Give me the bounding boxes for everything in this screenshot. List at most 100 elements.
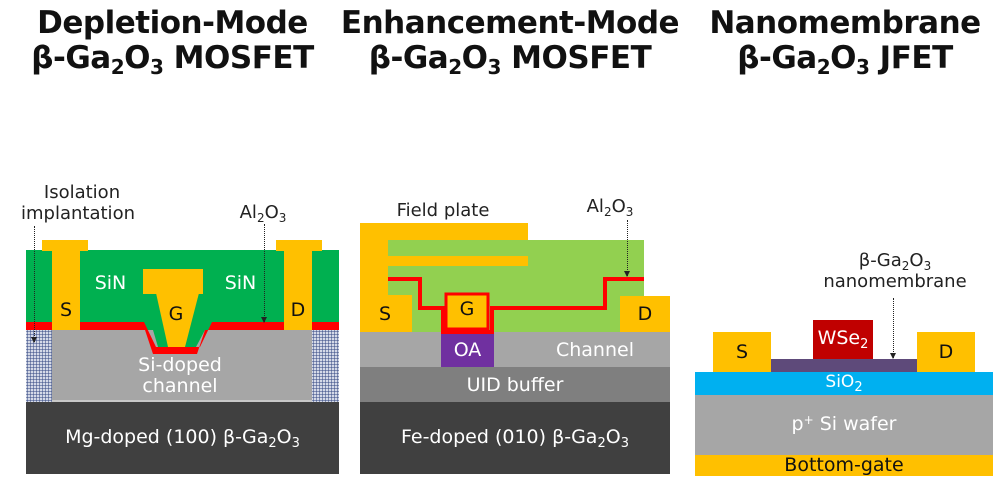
- label-source: S: [378, 303, 392, 325]
- label-text: Fe-doped (010) β-Ga: [401, 426, 598, 448]
- label-subscript: 3: [291, 436, 300, 451]
- label-oa: OA: [453, 339, 482, 361]
- label-substrate: Fe-doped (010) β-Ga2O3: [360, 426, 670, 451]
- ga2o3-nanomembrane: [771, 359, 917, 372]
- label-drain: D: [938, 341, 954, 363]
- label-drain: D: [637, 303, 653, 325]
- source-contact: [713, 332, 771, 372]
- label-subscript: 2: [268, 436, 277, 451]
- label-subscript: 2: [860, 337, 869, 352]
- gate-head: [143, 269, 203, 294]
- annotation-field-plate: Field plate: [396, 200, 490, 221]
- label-sio2: SiO2: [695, 372, 993, 394]
- title-text: MOSFET: [163, 40, 315, 76]
- title-text: MOSFET: [500, 40, 652, 76]
- annotation-al2o3: Al2O3: [575, 196, 645, 219]
- title-line1: Nanomembrane: [709, 5, 981, 41]
- arrow-al2o3: [624, 220, 630, 277]
- gate-contact: [444, 292, 490, 331]
- label-gate: G: [459, 298, 475, 320]
- annotation-text: O: [611, 196, 626, 217]
- title-text: β-Ga: [368, 40, 449, 76]
- annotation-subscript: 2: [603, 205, 612, 219]
- title-line2: β-Ga2O3 MOSFET: [340, 40, 680, 79]
- title-text: JFET: [869, 40, 954, 76]
- layer-passivation: [388, 240, 644, 332]
- title-subscript: 2: [448, 55, 462, 79]
- title-text: O: [461, 40, 488, 76]
- title-line1: Depletion-Mode: [37, 5, 308, 41]
- al2o3-oxide-layer: [26, 322, 339, 354]
- label-substrate: Mg-doped (100) β-Ga2O3: [26, 426, 339, 451]
- annotation-al2o3: Al2O3: [228, 202, 298, 225]
- label-text: Si wafer: [813, 413, 897, 435]
- title-text: β-Ga: [31, 40, 111, 76]
- label-uid-buffer: UID buffer: [466, 374, 564, 396]
- label-sin-right: SiN: [224, 272, 257, 294]
- field-plate-bar: [388, 256, 528, 266]
- label-text: SiO: [825, 372, 855, 392]
- source-contact: [360, 295, 412, 332]
- wse2-gate: [813, 320, 873, 359]
- title-subscript: 2: [816, 55, 831, 79]
- label-line: Si-doped: [138, 354, 222, 376]
- gate-stem: [156, 293, 199, 347]
- label-wse2: WSe2: [813, 327, 873, 352]
- label-sin-left: SiN: [94, 272, 127, 294]
- layer-sio2: [695, 372, 993, 395]
- title-subscript: 3: [855, 55, 870, 79]
- title-line2: β-Ga2O3 JFET: [690, 40, 1000, 79]
- annotation-subscript: 3: [625, 205, 634, 219]
- label-p-si-wafer: p+ Si wafer: [695, 413, 993, 435]
- oa-region: [441, 332, 494, 367]
- label-gate: G: [168, 303, 184, 325]
- drain-contact: [917, 332, 975, 372]
- panel-title-nanomembrane: Nanomembrane β-Ga2O3 JFET: [690, 5, 1000, 79]
- annotation-line: Isolation: [43, 182, 121, 203]
- label-text: Mg-doped (100) β-Ga: [65, 426, 269, 448]
- label-line: channel: [142, 375, 218, 397]
- layer-substrate-fe-doped: [360, 402, 670, 474]
- annotation-text: Al: [586, 196, 604, 217]
- arrow-isolation: [31, 226, 37, 343]
- field-plate-top: [360, 223, 528, 240]
- layer-channel: [360, 332, 670, 367]
- label-superscript: +: [803, 413, 814, 427]
- source-contact-stem: [52, 250, 80, 330]
- arrow-nanomembrane: [890, 298, 896, 359]
- title-subscript: 3: [487, 55, 501, 79]
- label-text: O: [605, 426, 621, 448]
- annotation-nanomembrane: β-Ga2O3 nanomembrane: [810, 250, 980, 292]
- annotation-isolation-implantation: Isolation implantation: [21, 182, 142, 224]
- label-source: S: [59, 299, 73, 321]
- isolation-region-right: [312, 330, 339, 402]
- label-channel: Si-doped channel: [120, 355, 240, 397]
- label-text: O: [276, 426, 292, 448]
- label-channel: Channel: [555, 339, 634, 361]
- label-text: p: [791, 413, 804, 435]
- title-subscript: 3: [149, 55, 164, 79]
- title-text: O: [124, 40, 150, 76]
- layer-substrate-mg-doped: [26, 402, 339, 474]
- label-source: S: [735, 341, 749, 363]
- title-text: β-Ga: [737, 40, 817, 76]
- isolation-region-left: [26, 330, 52, 402]
- annotation-text: O: [264, 202, 279, 223]
- label-bottom-gate: Bottom-gate: [784, 454, 904, 476]
- drain-contact-stem: [284, 250, 312, 330]
- title-text: O: [830, 40, 856, 76]
- annotation-text: Al: [239, 202, 257, 223]
- annotation-line: β-Ga2O3: [810, 250, 980, 273]
- arrow-al2o3-left: [261, 224, 267, 323]
- label-drain: D: [290, 299, 306, 321]
- layer-uid-buffer: [360, 367, 670, 402]
- title-line1: Enhancement-Mode: [340, 5, 680, 41]
- layer-bottom-gate: [695, 455, 993, 476]
- annotation-line: implantation: [21, 203, 135, 224]
- panel-title-depletion: Depletion-Mode β-Ga2O3 MOSFET: [0, 5, 345, 79]
- annotation-subscript: 3: [923, 259, 932, 273]
- annotation-subscript: 2: [256, 211, 265, 225]
- label-subscript: 2: [597, 436, 606, 451]
